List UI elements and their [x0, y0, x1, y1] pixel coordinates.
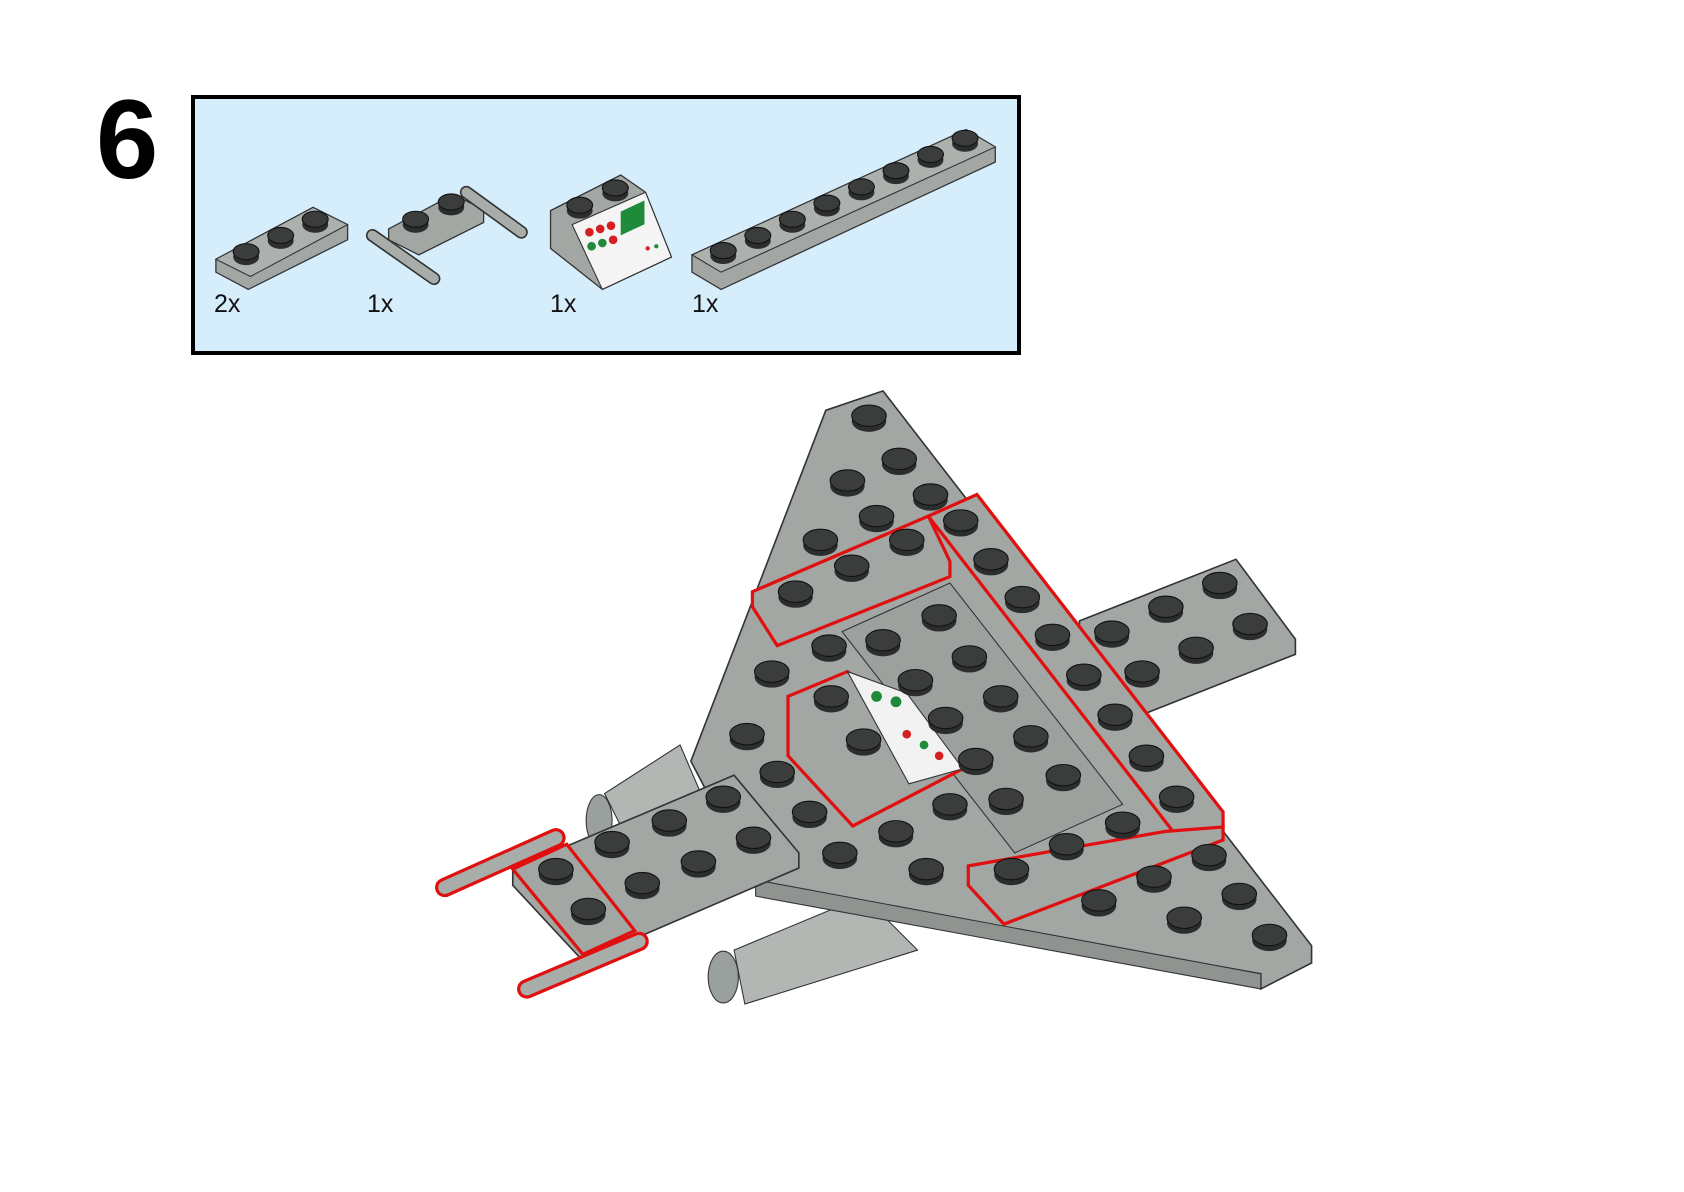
- stud: [651, 809, 688, 837]
- part-quantity: 1x: [550, 290, 577, 318]
- stud: [865, 629, 901, 657]
- stud: [1124, 660, 1160, 688]
- part-quantity: 1x: [692, 290, 719, 318]
- stud: [927, 706, 964, 735]
- stud: [851, 404, 887, 432]
- stud: [1158, 785, 1195, 813]
- stud: [538, 857, 574, 886]
- stud: [912, 483, 949, 511]
- spaceship-model: [392, 177, 1313, 1005]
- stud: [881, 447, 918, 476]
- stud: [973, 548, 1009, 576]
- stud: [735, 826, 772, 854]
- stud: [829, 469, 866, 497]
- stud: [897, 668, 934, 697]
- stud: [811, 634, 847, 662]
- part-quantity: 2x: [214, 290, 241, 318]
- stud: [1097, 703, 1133, 731]
- part-quantity: 1x: [367, 290, 394, 318]
- stud: [680, 850, 717, 878]
- stud: [1065, 663, 1102, 691]
- stud: [1221, 882, 1258, 911]
- stud: [1128, 744, 1165, 772]
- stud: [845, 728, 882, 756]
- stud: [1178, 636, 1214, 664]
- stud: [777, 580, 814, 608]
- stud: [1232, 612, 1268, 641]
- stud: [570, 897, 607, 926]
- stud: [791, 800, 828, 829]
- stud: [1251, 923, 1288, 952]
- parts-list-box: [191, 95, 1021, 355]
- stud: [813, 685, 850, 713]
- stud: [1191, 843, 1227, 872]
- new-part-plate-1x3-bottom: [966, 825, 1225, 927]
- stud: [1013, 725, 1049, 753]
- stud: [878, 820, 914, 848]
- stud: [1148, 595, 1184, 623]
- stud: [1034, 623, 1071, 651]
- stud: [1094, 620, 1130, 648]
- stud: [1202, 571, 1238, 600]
- stud: [594, 830, 630, 859]
- stud: [1104, 811, 1141, 839]
- stud: [1136, 865, 1172, 893]
- stud: [729, 722, 765, 751]
- stud: [1166, 906, 1203, 934]
- step-number: 6: [96, 77, 159, 202]
- stud: [982, 685, 1019, 713]
- stud: [858, 504, 895, 533]
- stud: [951, 645, 988, 673]
- stud: [833, 554, 870, 582]
- stud: [908, 857, 945, 886]
- stud: [1081, 889, 1117, 917]
- stud: [1048, 833, 1085, 861]
- stud: [888, 528, 925, 556]
- stud: [932, 793, 968, 821]
- stud: [705, 785, 742, 813]
- stud: [993, 857, 1030, 886]
- stud: [988, 787, 1024, 816]
- stud: [958, 747, 994, 776]
- stud: [822, 841, 858, 870]
- stud: [802, 528, 839, 556]
- stud: [759, 760, 796, 789]
- stud: [921, 604, 957, 632]
- stud: [1004, 585, 1041, 614]
- stud: [754, 660, 790, 688]
- stud: [624, 871, 661, 900]
- stud: [1045, 763, 1082, 792]
- studs: [392, 177, 1288, 952]
- stud: [942, 509, 979, 537]
